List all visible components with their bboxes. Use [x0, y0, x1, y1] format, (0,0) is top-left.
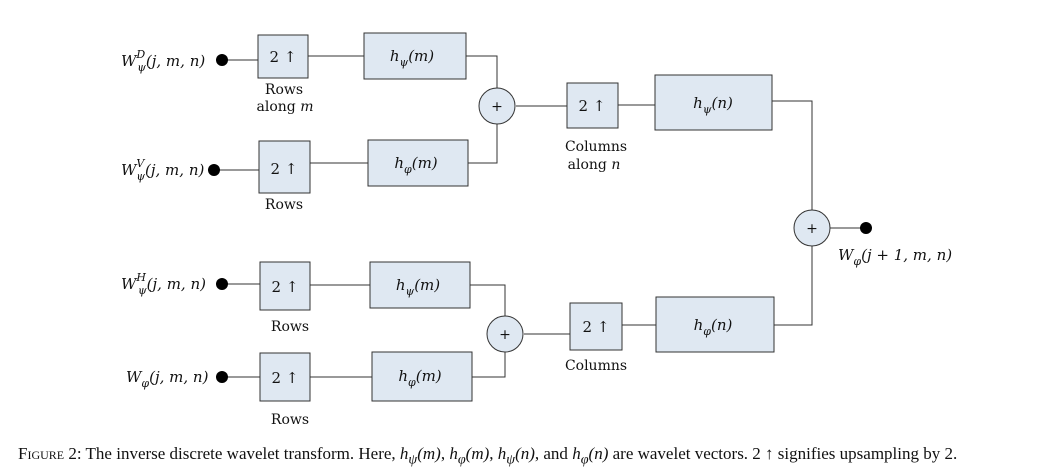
caption-h-phi-n: hφ(n) — [572, 444, 609, 468]
label-rows-4: Rows — [271, 412, 309, 428]
upsample-block-3: 2 ↑ — [566, 82, 619, 129]
output-terminal — [860, 222, 872, 234]
svg-text:hφ(m): hφ(m) — [398, 367, 441, 389]
filter-h-phi-m-top: hφ(m) — [367, 139, 469, 187]
filter-h-phi-n: hφ(n) — [655, 296, 775, 353]
caption-h-phi-m: hφ(m) — [449, 444, 490, 468]
sum-junction-output: + — [793, 209, 831, 247]
svg-text:2 ↑: 2 ↑ — [272, 369, 299, 387]
label-columns-along-n-line1: Columns — [565, 139, 627, 155]
upsample-block-1: 2 ↑ — [257, 34, 309, 79]
svg-text:2 ↑: 2 ↑ — [270, 48, 297, 66]
svg-text:hφ(n): hφ(n) — [694, 316, 733, 338]
filter-h-psi-n: hψ(n) — [654, 74, 773, 131]
label-rows-along-m-line1: Rows — [265, 82, 303, 98]
label-rows-along-m-line2: along m — [257, 99, 314, 115]
sum-junction-top: + — [478, 87, 516, 125]
svg-text:2 ↑: 2 ↑ — [579, 97, 606, 115]
upsample-block-5: 2 ↑ — [259, 352, 311, 402]
sum-junction-bottom: + — [486, 315, 524, 353]
svg-text:+: + — [806, 221, 818, 237]
label-columns: Columns — [565, 358, 627, 374]
label-rows-3: Rows — [271, 319, 309, 335]
input-label-wphi: Wφ(j, m, n) — [126, 368, 209, 390]
upsample-block-2: 2 ↑ — [258, 140, 311, 194]
svg-text:2 ↑: 2 ↑ — [271, 160, 298, 178]
input-terminal-wphi — [216, 371, 228, 383]
svg-text:+: + — [499, 327, 511, 343]
input-terminal-wd — [216, 54, 228, 66]
svg-text:hψ(m): hψ(m) — [396, 276, 440, 298]
label-rows-2: Rows — [265, 197, 303, 213]
label-columns-along-n-line2: along n — [568, 157, 621, 173]
input-terminal-wh — [216, 278, 228, 290]
filter-h-phi-m-bottom: hφ(m) — [371, 351, 473, 402]
filter-h-psi-m-bottom: hψ(m) — [369, 261, 471, 309]
svg-text:hφ(m): hφ(m) — [394, 154, 437, 176]
svg-text:+: + — [491, 99, 503, 115]
output-label: Wφ(j + 1, m, n) — [838, 246, 952, 268]
input-terminal-wv — [208, 164, 220, 176]
figure-caption: Figure 2: The inverse discrete wavelet t… — [18, 444, 958, 468]
upsample-block-6: 2 ↑ — [569, 302, 623, 351]
svg-text:2 ↑: 2 ↑ — [272, 278, 299, 296]
caption-h-psi-m: hψ(m) — [399, 444, 441, 468]
upsample-block-4: 2 ↑ — [259, 261, 311, 311]
svg-text:hψ(n): hψ(n) — [693, 94, 733, 116]
caption-h-psi-n: hψ(n) — [497, 444, 535, 468]
svg-text:hψ(m): hψ(m) — [390, 47, 434, 69]
wires — [214, 55, 862, 378]
svg-text:2 ↑: 2 ↑ — [583, 318, 610, 336]
filter-h-psi-m-top: hψ(m) — [363, 32, 467, 80]
caption-label: Figure 2: — [18, 444, 82, 463]
